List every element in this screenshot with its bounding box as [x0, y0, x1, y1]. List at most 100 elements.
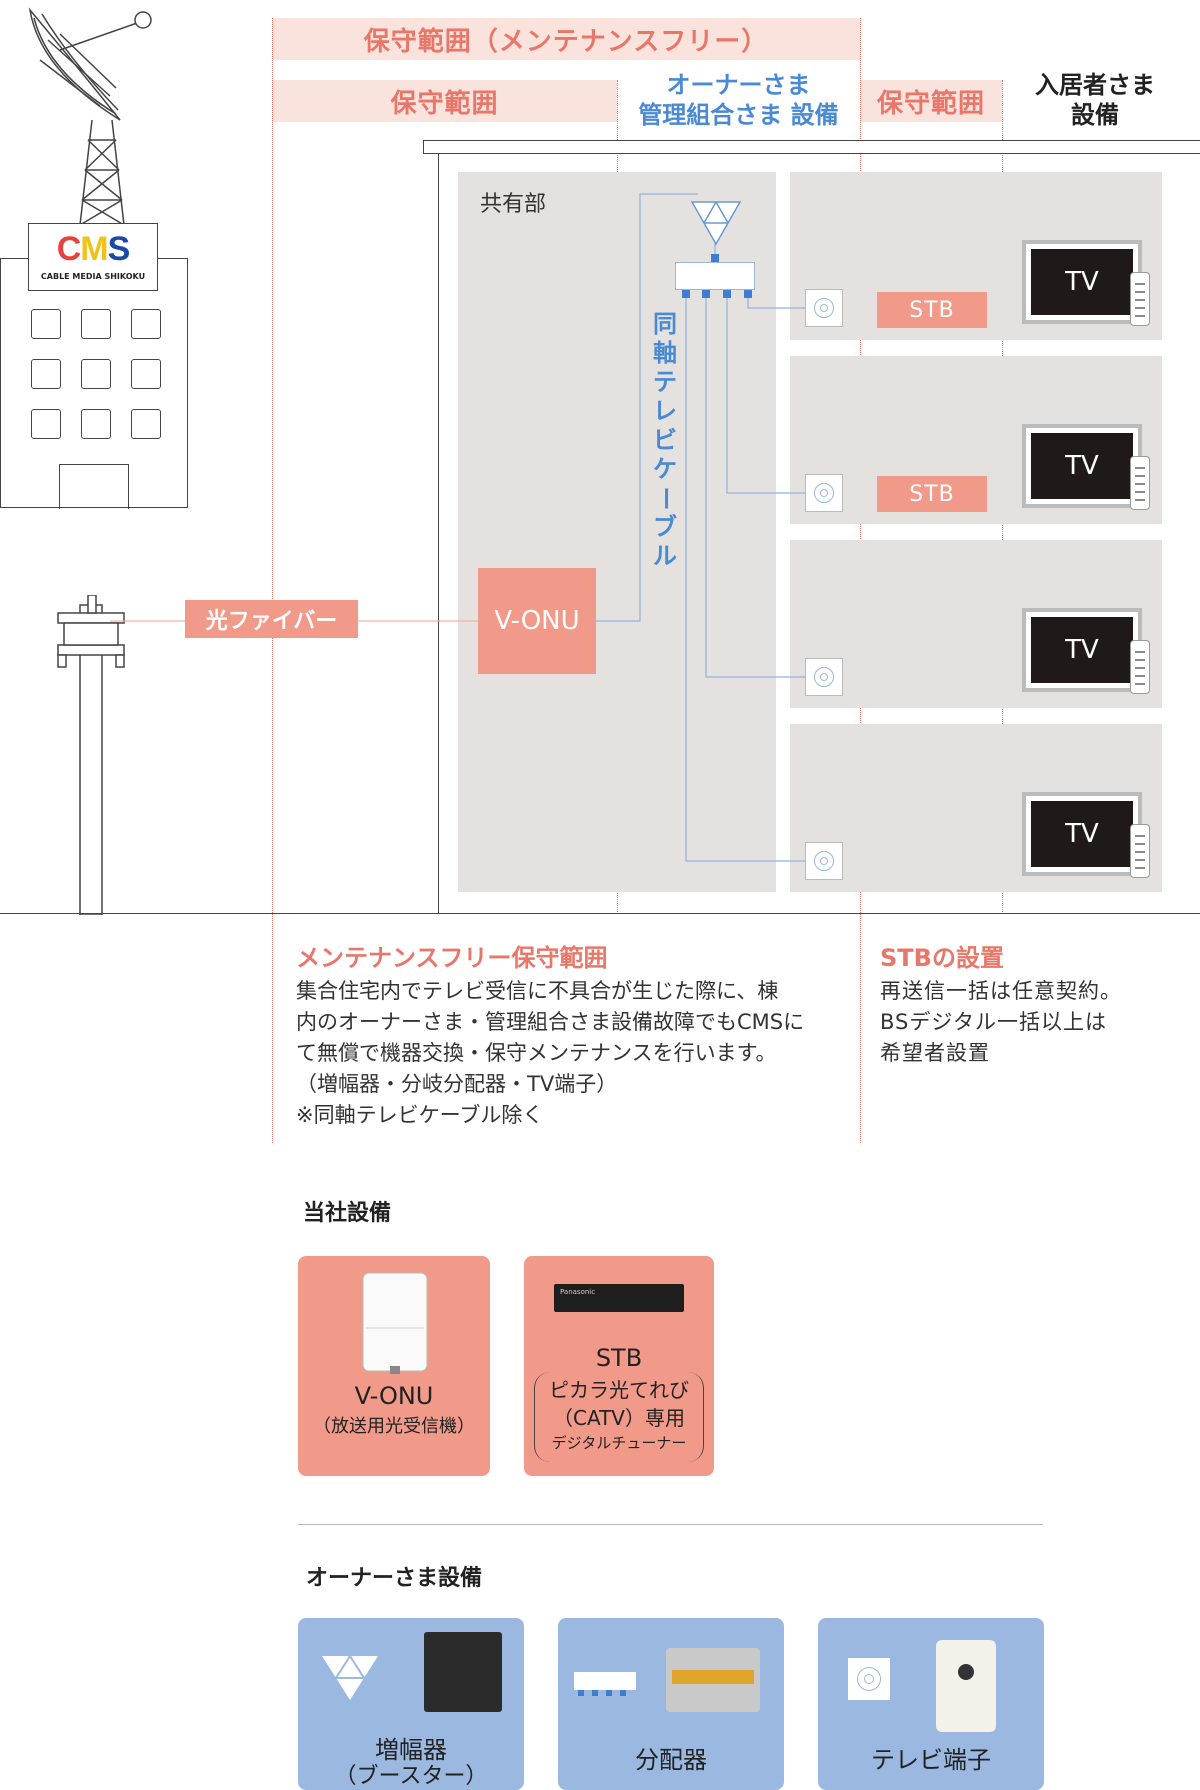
maintenance-band-left: 保守範囲: [272, 80, 617, 122]
tv-outlet-icon: [805, 289, 843, 327]
coax-cable-label: 同 軸 テ レ ビ ケ ー ブ ル: [650, 310, 680, 571]
tv-screen: TV: [1031, 801, 1133, 867]
coax-char: 同: [653, 310, 677, 338]
connector: [682, 290, 690, 298]
splitter-label: 分配器: [635, 1746, 707, 1774]
maintenance-free-text: 集合住宅内でテレビ受信に不具合が生じた際に、棟 内のオーナーさま・管理組合さま設…: [296, 979, 805, 1127]
amplifier-label: 増幅器: [375, 1736, 447, 1764]
terminal-label: テレビ端子: [871, 1746, 991, 1774]
tv-icon: TV: [1022, 240, 1142, 324]
tv-screen: TV: [1031, 433, 1133, 499]
remote-control-icon: [1130, 824, 1150, 878]
maintenance-band-right: 保守範囲: [860, 80, 1002, 122]
owner-header-line1: オーナーさま: [666, 71, 811, 99]
window: [131, 359, 161, 389]
fiber-label: 光ファイバー: [185, 600, 358, 638]
door: [59, 464, 129, 509]
stb-sublabel-1: ピカラ光てれび: [549, 1378, 689, 1402]
remote-control-icon: [1130, 640, 1150, 694]
stb-device-icon: Panasonic: [554, 1284, 684, 1312]
connector: [723, 290, 731, 298]
tv-outlet-icon: [805, 658, 843, 696]
section-divider: [298, 1524, 1043, 1525]
owner-equipment-header: オーナーさま 管理組合さま 設備: [617, 70, 860, 130]
stb-device-brand: Panasonic: [560, 1288, 596, 1296]
tv-outlet-icon: [805, 842, 843, 880]
cms-logo: CMS CABLE MEDIA SHIKOKU: [28, 223, 158, 291]
connector: [606, 1690, 612, 1696]
splitter-device-icon: [666, 1648, 760, 1712]
amplifier-icon: [322, 1655, 378, 1700]
owner-equipment-title: オーナーさま設備: [306, 1566, 483, 1591]
logo-letter-c: C: [56, 230, 82, 268]
cms-building: [0, 258, 188, 509]
ground-line: [0, 913, 1200, 914]
stb-box: STB: [877, 476, 987, 512]
splitter-device-band: [672, 1670, 754, 1684]
coax-char: ケ: [653, 455, 677, 483]
scope-divider: [272, 18, 273, 1143]
tv-icon: TV: [1022, 424, 1142, 508]
tv-icon: TV: [1022, 792, 1142, 876]
wiring: [110, 193, 805, 862]
coax-char: ル: [653, 542, 677, 570]
coax-char: ビ: [653, 426, 677, 454]
coax-char: テ: [653, 368, 677, 396]
stb-sublabel-3: デジタルチューナー: [551, 1434, 687, 1452]
tv-outlet-icon: [805, 474, 843, 512]
stb-install-text: 再送信一括は任意契約。 BSデジタル一括以上は 希望者設置: [880, 979, 1122, 1065]
v-onu-card: V-ONU （放送用光受信機）: [298, 1256, 490, 1476]
utility-pole-icon: [57, 595, 125, 915]
building-wall: [438, 154, 439, 914]
v-onu-label: V-ONU: [354, 1382, 434, 1410]
resident-header-line1: 入居者さま: [1035, 71, 1155, 99]
logo-subtitle: CABLE MEDIA SHIKOKU: [40, 272, 146, 281]
coax-char: 軸: [653, 339, 677, 367]
v-onu-box: V-ONU: [478, 568, 596, 674]
window: [81, 359, 111, 389]
maintenance-free-title: メンテナンスフリー保守範囲: [296, 944, 608, 972]
resident-header-line2: 設備: [1071, 101, 1119, 129]
amplifier-sublabel: （ブースター）: [334, 1764, 488, 1789]
tv-outlet-icon: [848, 1658, 890, 1700]
resident-equipment-header: 入居者さま 設備: [1005, 70, 1185, 130]
stb-sublabel-2: （CATV）専用: [553, 1406, 685, 1430]
remote-control-icon: [1130, 456, 1150, 510]
splitter-card: 分配器: [558, 1618, 784, 1790]
terminal-card: テレビ端子: [818, 1618, 1044, 1790]
connector: [711, 254, 719, 262]
connector: [702, 290, 710, 298]
logo-letter-m: M: [80, 230, 108, 268]
stb-label: STB: [595, 1344, 643, 1372]
satellite-dish-icon: [28, 7, 152, 226]
window: [31, 359, 61, 389]
window: [131, 309, 161, 339]
coax-char: レ: [653, 397, 677, 425]
coax-char: ー: [651, 486, 680, 511]
stb-box: STB: [877, 292, 987, 328]
connector: [744, 290, 752, 298]
roof: [423, 140, 1200, 154]
owner-header-line2: 管理組合さま 設備: [638, 101, 839, 129]
stb-install-title: STBの設置: [880, 944, 1004, 972]
booster-device-icon: [424, 1632, 502, 1712]
connector: [620, 1690, 626, 1696]
coax-char: ブ: [653, 513, 677, 541]
wall-terminal-device-icon: [936, 1640, 996, 1732]
window: [81, 409, 111, 439]
tv-screen: TV: [1031, 617, 1133, 683]
stb-bracket: [534, 1372, 704, 1462]
logo-letter-s: S: [107, 230, 131, 268]
splitter-icon: [675, 262, 755, 290]
window: [81, 309, 111, 339]
tv-icon: TV: [1022, 608, 1142, 692]
company-equipment-title: 当社設備: [303, 1201, 392, 1226]
v-onu-device-icon: [362, 1272, 428, 1374]
amplifier-icon: [690, 201, 742, 246]
remote-control-icon: [1130, 272, 1150, 326]
connector: [578, 1690, 584, 1696]
common-area-label: 共有部: [480, 192, 547, 217]
tv-screen: TV: [1031, 249, 1133, 315]
connector: [592, 1690, 598, 1696]
window: [31, 309, 61, 339]
